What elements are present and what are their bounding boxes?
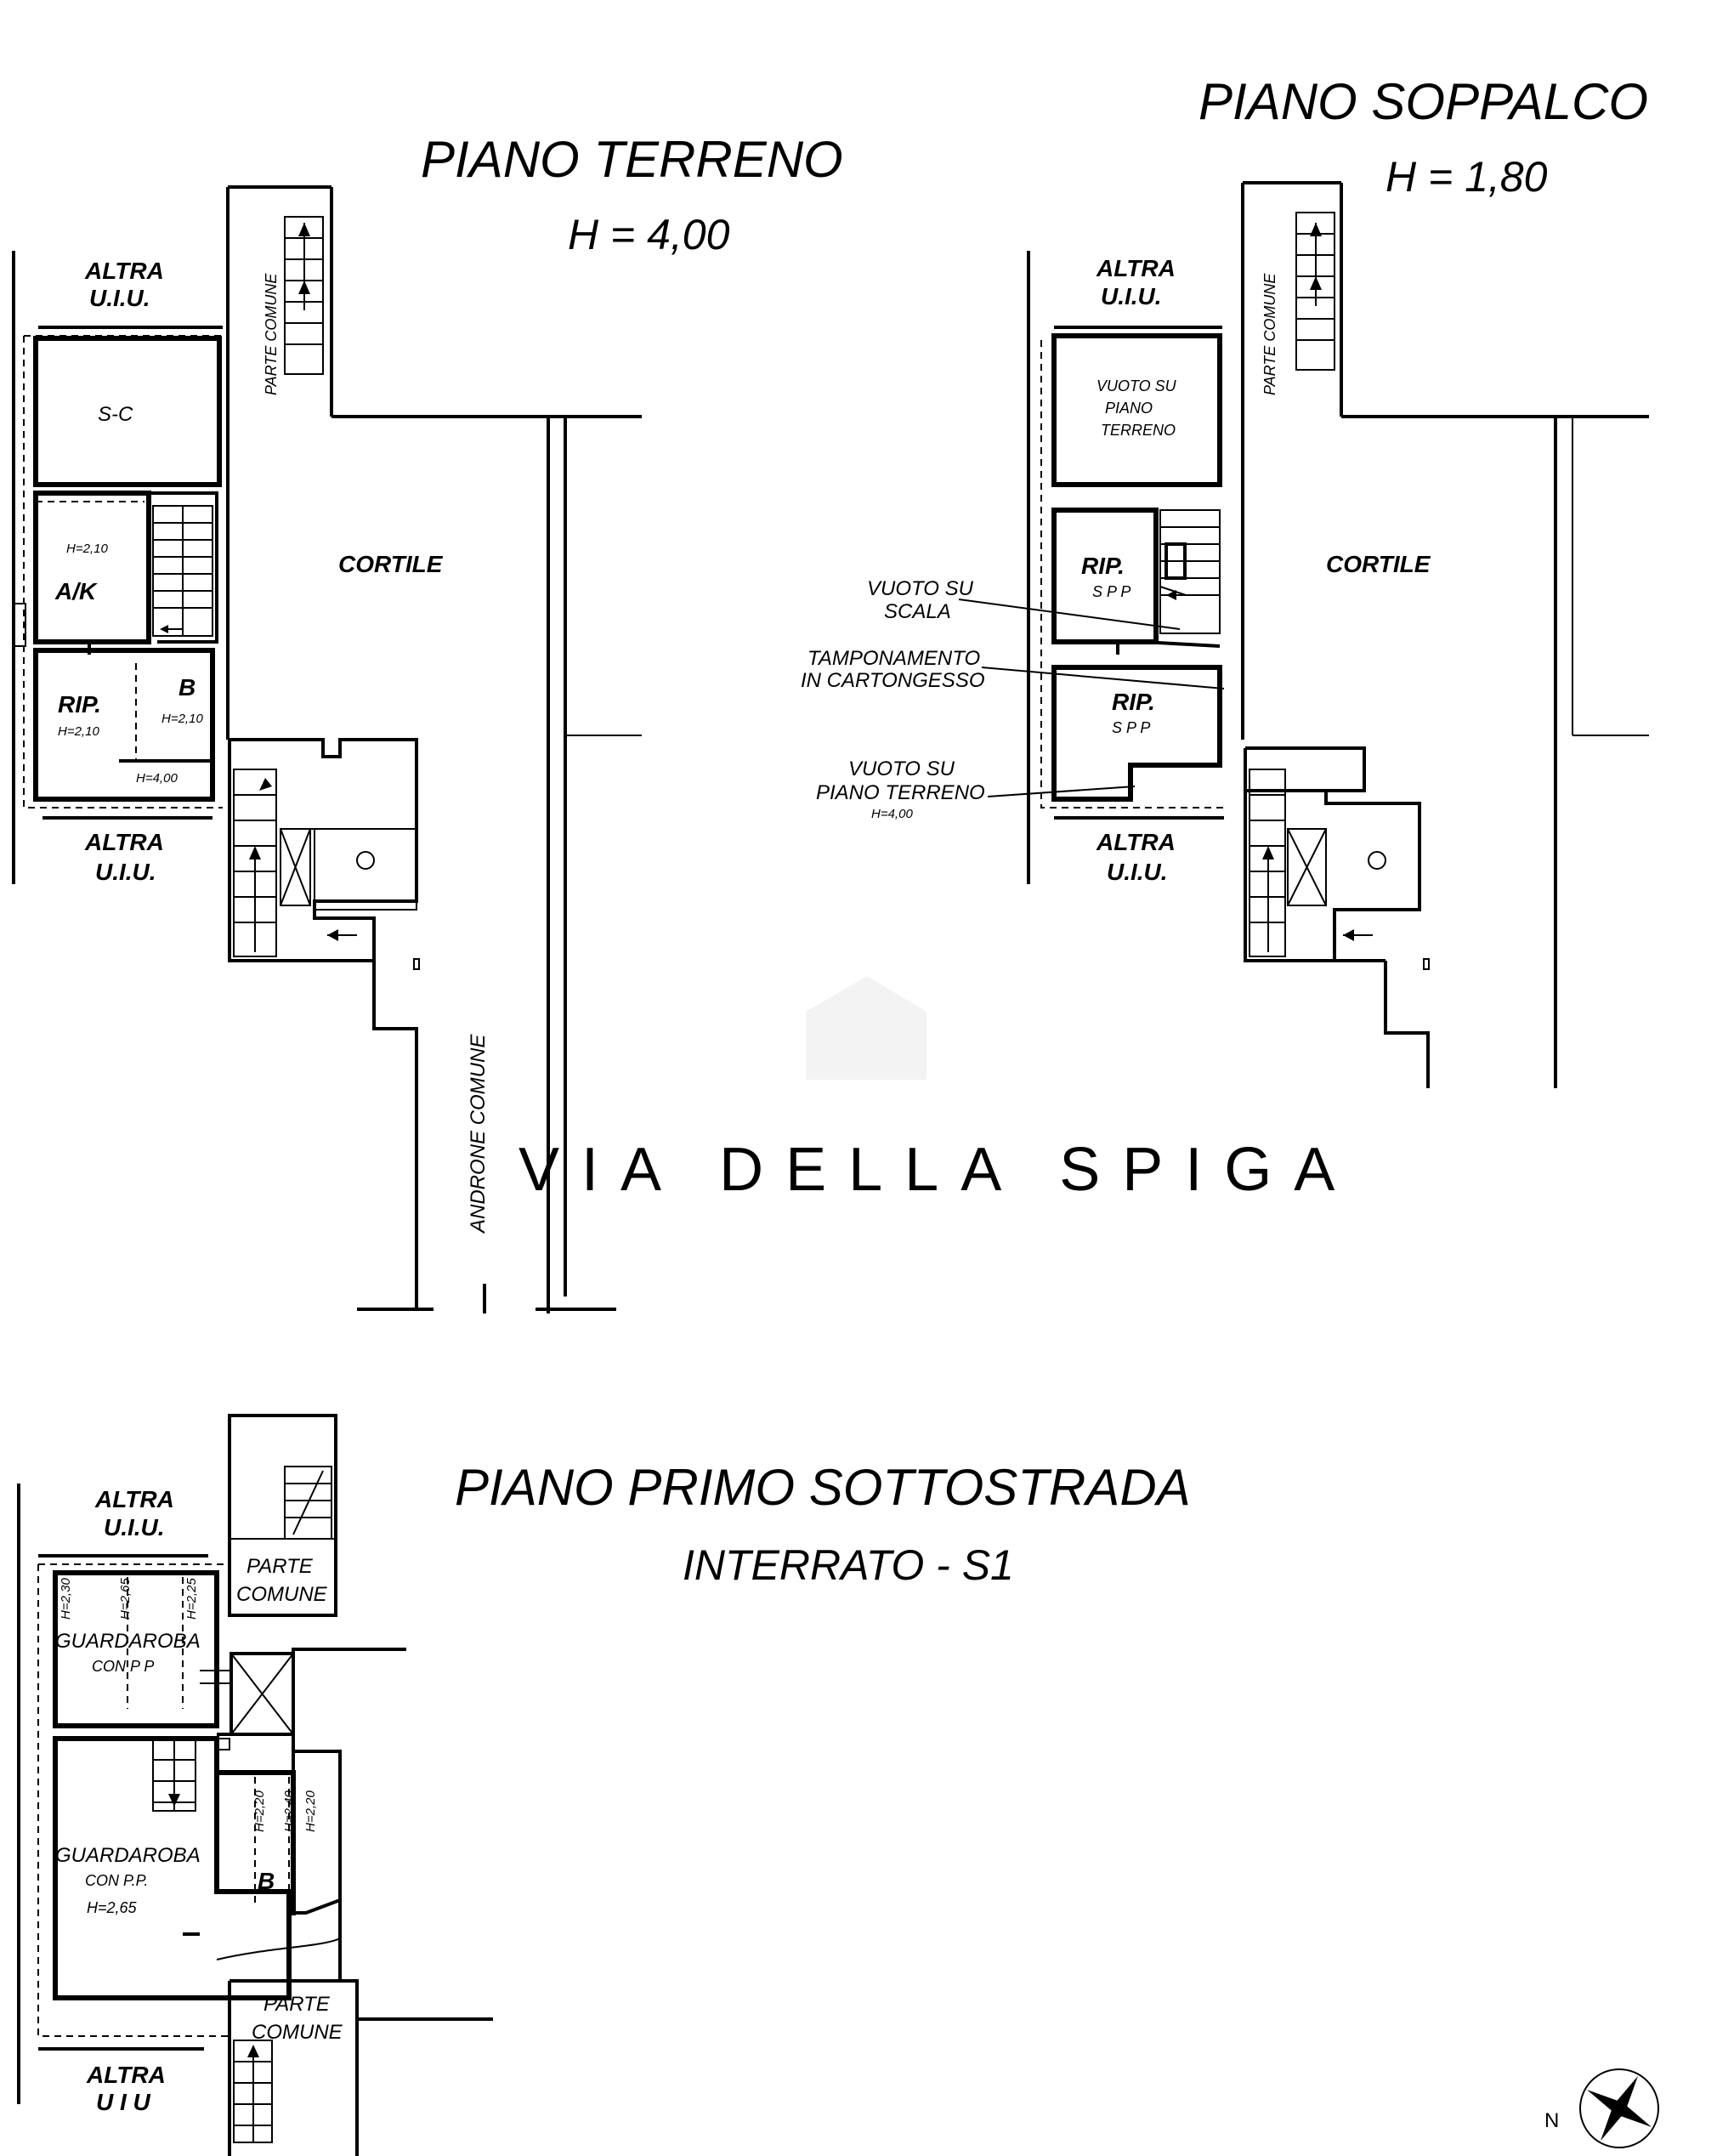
terreno-ak-label: A/K: [54, 578, 98, 604]
terreno-altra-top-1: ALTRA: [84, 258, 164, 284]
soppalco-rip1-sub: S P P: [1092, 583, 1130, 600]
s1-parte-bot-1: PARTE: [264, 1993, 331, 2016]
soppalco-altra-top-1: ALTRA: [1096, 255, 1176, 281]
s1-guardaroba2-label: GUARDAROBA: [55, 1844, 201, 1867]
terreno-rip-height: H=2,10: [58, 724, 99, 739]
plan-piano-sottostrada: [17, 1414, 493, 2156]
soppalco-vuoto-pt-2: PIANO TERRENO: [816, 781, 985, 804]
soppalco-stair-parte-comune: [1295, 212, 1335, 371]
s1-altra-bot-1: ALTRA: [86, 2062, 166, 2088]
labels-piano-soppalco: ALTRA U.I.U. VUOTO SU PIANO TERRENO RIP.…: [801, 255, 1431, 885]
s1-h220b: H=2,20: [303, 1790, 318, 1832]
terreno-b-height: H=2,10: [162, 712, 203, 726]
soppalco-tamponamento-1: TAMPONAMENTO: [808, 647, 980, 670]
soppalco-rip2-label: RIP.: [1112, 689, 1155, 715]
title-piano-terreno: PIANO TERRENO: [421, 131, 843, 188]
soppalco-vuoto-pt-3: H=4,00: [871, 807, 913, 821]
plan-piano-soppalco: [958, 181, 1649, 1088]
title-piano-terreno-height: H = 4,00: [568, 211, 730, 258]
terreno-androne-comune: ANDRONE COMUNE: [467, 1034, 490, 1234]
soppalco-vuoto-terreno-3: TERRENO: [1101, 422, 1176, 439]
title-piano-soppalco-height: H = 1,80: [1386, 153, 1548, 201]
s1-guardaroba1-sub: CON P P: [92, 1658, 154, 1675]
s1-guardaroba2-height: H=2,65: [87, 1899, 138, 1916]
soppalco-vuoto-scala-2: SCALA: [884, 600, 951, 623]
labels-piano-sottostrada: ALTRA U.I.U. PARTE COMUNE H=2,30 H=2,65 …: [55, 1486, 343, 2115]
soppalco-altra-top-2: U.I.U.: [1101, 283, 1162, 309]
soppalco-altra-bot-1: ALTRA: [1096, 829, 1176, 855]
compass-north-label: N: [1544, 2109, 1559, 2132]
soppalco-stair-bottom: [1249, 769, 1373, 957]
soppalco-vuoto-scala-1: VUOTO SU: [867, 577, 974, 600]
compass-cross-icon: [1586, 2090, 1652, 2127]
stair-ak: [152, 505, 213, 637]
soppalco-vuoto-terreno-1: VUOTO SU: [1096, 377, 1177, 394]
s1-guardaroba1-label: GUARDAROBA: [55, 1630, 201, 1653]
soppalco-altra-bot-2: U.I.U.: [1107, 859, 1168, 885]
s1-h265: H=2,65: [118, 1578, 133, 1620]
titles: PIANO TERRENO H = 4,00 PIANO SOPPALCO H …: [421, 73, 1648, 1589]
terreno-ak-height: H=2,10: [66, 542, 108, 556]
s1-parte-top-2: COMUNE: [236, 1583, 328, 1606]
terreno-b-label: B: [178, 674, 196, 701]
soppalco-vuoto-terreno-2: PIANO: [1105, 400, 1153, 417]
compass: N: [1544, 2068, 1659, 2148]
terreno-sc-label: S-C: [98, 403, 133, 426]
terreno-altra-bot-1: ALTRA: [84, 829, 164, 855]
s1-h240: H=2,40: [282, 1790, 297, 1832]
s1-guardaroba2-sub: CON P.P.: [85, 1872, 148, 1889]
s1-parte-bot-2: COMUNE: [252, 2021, 343, 2044]
s1-altra-top-2: U.I.U.: [104, 1514, 165, 1540]
terreno-altra-top-2: U.I.U.: [89, 285, 150, 311]
compass-ring: [1579, 2068, 1659, 2148]
s1-altra-bot-2: U I U: [96, 2089, 151, 2115]
s1-h220a: H=2,20: [252, 1790, 267, 1832]
stair-parte-comune-bottom: [233, 769, 357, 957]
s1-altra-top-1: ALTRA: [94, 1486, 174, 1512]
terreno-h400: H=4,00: [136, 771, 178, 786]
labels-piano-terreno: ALTRA U.I.U. S-C H=2,10 A/K RIP. H=2,10 …: [54, 258, 490, 1234]
title-piano-primo-sottostrada: PIANO PRIMO SOTTOSTRADA: [455, 1459, 1191, 1516]
soppalco-cortile-label: CORTILE: [1326, 551, 1431, 577]
terreno-parte-comune: PARTE COMUNE: [263, 273, 280, 395]
soppalco-parte-comune: PARTE COMUNE: [1261, 273, 1278, 395]
s1-parte-top-1: PARTE: [246, 1555, 314, 1578]
s1-h225: H=2,25: [184, 1578, 199, 1620]
plan-piano-terreno: [12, 185, 642, 1313]
s1-h230: H=2,30: [59, 1578, 73, 1620]
terreno-cortile-label: CORTILE: [338, 551, 444, 577]
soppalco-stair: [1159, 509, 1221, 634]
watermark: VIA DELLA SPIGA: [518, 976, 1357, 1204]
terreno-rip-label: RIP.: [58, 691, 101, 718]
stair-parte-comune-top: [284, 216, 324, 375]
terreno-altra-bot-2: U.I.U.: [95, 859, 156, 885]
title-interrato-s1: INTERRATO - S1: [683, 1541, 1014, 1589]
s1-b-label: B: [258, 1868, 275, 1894]
soppalco-tamponamento-2: IN CARTONGESSO: [801, 669, 985, 692]
soppalco-rip1-label: RIP.: [1081, 553, 1125, 579]
title-piano-soppalco: PIANO SOPPALCO: [1198, 73, 1648, 130]
watermark-text: VIA DELLA SPIGA: [518, 1136, 1357, 1204]
soppalco-vuoto-pt-1: VUOTO SU: [848, 757, 955, 780]
soppalco-rip2-sub: S P P: [1112, 719, 1150, 736]
